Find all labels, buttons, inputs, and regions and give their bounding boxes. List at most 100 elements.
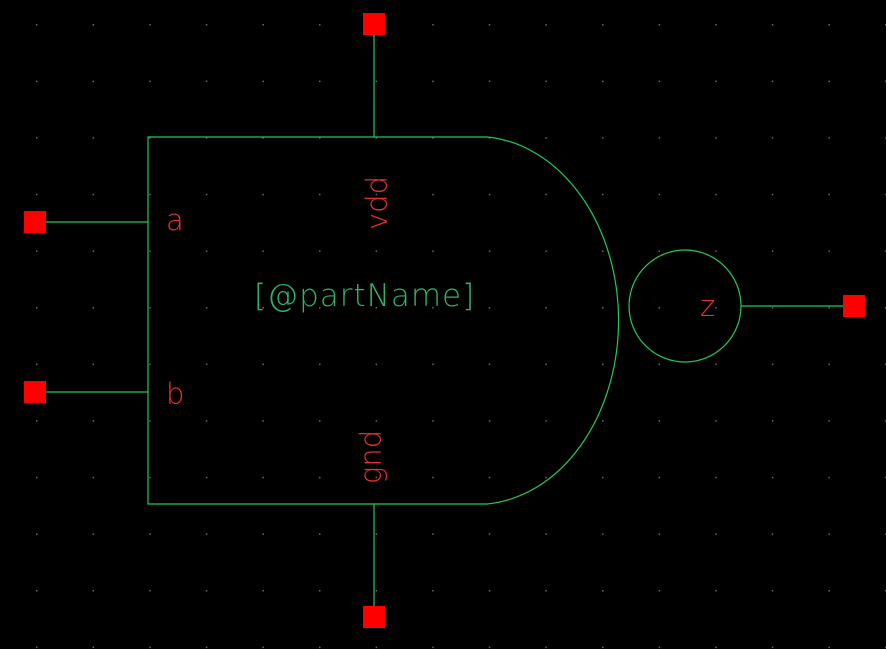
grid-dots <box>36 24 886 649</box>
grid-dot <box>375 533 378 535</box>
grid-dot <box>375 476 378 479</box>
grid-dot <box>92 533 95 535</box>
grid-dot <box>36 307 38 309</box>
grid-dot <box>319 363 321 366</box>
pin-label-vdd: vdd <box>360 176 394 230</box>
grid-dot <box>375 307 378 309</box>
grid-dot <box>488 307 491 309</box>
grid-dot <box>828 193 830 196</box>
grid-dot <box>149 590 151 592</box>
grid-dot <box>432 476 434 479</box>
grid-dot <box>771 137 774 139</box>
grid-dot <box>545 420 547 422</box>
input-a-pin-marker[interactable] <box>24 211 46 233</box>
grid-dot <box>375 590 378 592</box>
grid-dot <box>602 646 604 649</box>
grid-dot <box>36 476 38 479</box>
grid-dot <box>602 193 604 196</box>
grid-dot <box>432 24 434 26</box>
grid-dot <box>205 137 208 139</box>
gnd-pin-marker[interactable] <box>363 606 385 628</box>
grid-dot <box>771 590 774 592</box>
grid-dot <box>488 193 491 196</box>
grid-dot <box>432 80 434 83</box>
grid-dot <box>658 646 661 649</box>
grid-dot <box>92 24 95 26</box>
grid-dot <box>715 80 717 83</box>
grid-dot <box>771 533 774 535</box>
grid-dot <box>36 137 38 139</box>
grid-dot <box>545 80 547 83</box>
grid-dot <box>149 193 151 196</box>
grid-dot <box>715 137 717 139</box>
grid-dot <box>658 80 661 83</box>
grid-dot <box>658 363 661 366</box>
grid-dot <box>36 533 38 535</box>
grid-dot <box>828 590 830 592</box>
grid-dot <box>36 24 38 26</box>
grid-dot <box>658 193 661 196</box>
grid-dot <box>488 363 491 366</box>
grid-dot <box>205 533 208 535</box>
grid-dot <box>92 250 95 252</box>
grid-dot <box>828 250 830 252</box>
grid-dot <box>715 420 717 422</box>
nand-gate-body[interactable] <box>147 136 620 505</box>
grid-dot <box>262 646 264 649</box>
grid-dot <box>545 533 547 535</box>
grid-dot <box>149 420 151 422</box>
grid-dot <box>488 533 491 535</box>
grid-dot <box>36 363 38 366</box>
output-z-pin-marker[interactable] <box>843 295 865 317</box>
grid-dot <box>715 24 717 26</box>
grid-dot <box>92 137 95 139</box>
grid-dot <box>149 476 151 479</box>
grid-dot <box>432 646 434 649</box>
grid-dot <box>432 590 434 592</box>
grid-dot <box>432 420 434 422</box>
grid-dot <box>771 646 774 649</box>
grid-dot <box>262 307 264 309</box>
grid-dot <box>828 363 830 366</box>
grid-dot <box>602 533 604 535</box>
grid-dot <box>488 590 491 592</box>
grid-dot <box>488 24 491 26</box>
grid-dot <box>36 250 38 252</box>
grid-dot <box>149 533 151 535</box>
grid-dot <box>92 590 95 592</box>
grid-dot <box>602 476 604 479</box>
grid-dot <box>658 590 661 592</box>
grid-dot <box>262 193 264 196</box>
grid-dot <box>375 80 378 83</box>
grid-dot <box>149 307 151 309</box>
grid-dot <box>36 590 38 592</box>
grid-dot <box>375 363 378 366</box>
grid-dot <box>262 137 264 139</box>
input-b-pin-marker[interactable] <box>24 381 46 403</box>
pin-label-gnd: gnd <box>354 430 388 484</box>
grid-dot <box>205 420 208 422</box>
grid-dot <box>262 420 264 422</box>
grid-dot <box>488 80 491 83</box>
grid-dot <box>319 476 321 479</box>
grid-dot <box>545 250 547 252</box>
grid-dot <box>828 24 830 26</box>
grid-dot <box>658 476 661 479</box>
vdd-pin-marker[interactable] <box>363 13 385 35</box>
grid-dot <box>149 250 151 252</box>
grid-dot <box>545 137 547 139</box>
grid-dot <box>319 307 321 309</box>
grid-dot <box>602 137 604 139</box>
grid-dot <box>658 137 661 139</box>
grid-dot <box>715 250 717 252</box>
grid-dot <box>432 533 434 535</box>
grid-dot <box>262 533 264 535</box>
grid-dot <box>205 363 208 366</box>
grid-dot <box>205 250 208 252</box>
grid-dot <box>319 193 321 196</box>
grid-dot <box>771 420 774 422</box>
grid-dot <box>375 193 378 196</box>
grid-dot <box>715 646 717 649</box>
grid-dot <box>488 476 491 479</box>
